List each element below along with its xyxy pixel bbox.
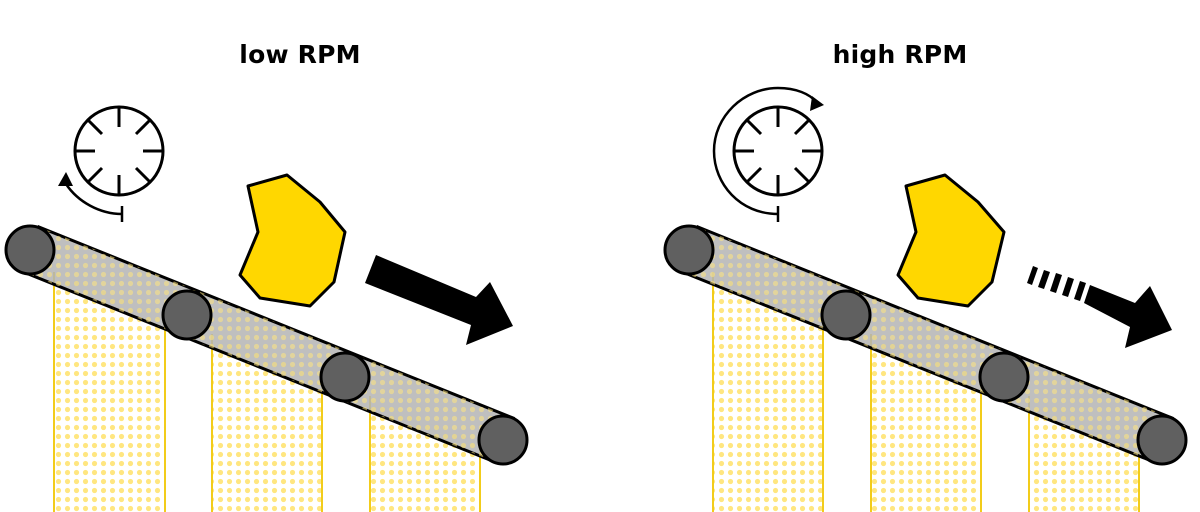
ore-chunk bbox=[238, 173, 347, 308]
dial-icon bbox=[732, 105, 824, 197]
roller-4 bbox=[1136, 414, 1188, 466]
motion-streak-marks bbox=[1027, 266, 1086, 301]
panel-title-high-rpm: high RPM bbox=[832, 40, 968, 69]
roller-3 bbox=[978, 351, 1030, 403]
fall-zone-1 bbox=[54, 272, 165, 512]
direction-arrow-icon bbox=[1084, 285, 1172, 348]
fall-zone-1 bbox=[713, 272, 823, 512]
rotation-arrow-icon bbox=[58, 172, 124, 222]
panel-title-low-rpm: low RPM bbox=[239, 40, 361, 69]
rotation-arrow-icon bbox=[712, 86, 824, 222]
roller-2 bbox=[161, 289, 213, 341]
fall-zone-3 bbox=[1029, 396, 1139, 512]
roller-1 bbox=[663, 224, 715, 276]
roller-2 bbox=[820, 289, 872, 341]
roller-4 bbox=[477, 414, 529, 466]
direction-arrow-icon bbox=[365, 255, 513, 345]
ore-chunk bbox=[896, 173, 1006, 308]
roller-1 bbox=[4, 224, 56, 276]
dial-icon bbox=[73, 105, 165, 197]
low-rpm-diagram bbox=[4, 105, 529, 512]
high-rpm-panel: high RPM bbox=[600, 0, 1200, 512]
low-rpm-panel: low RPM bbox=[4, 40, 529, 512]
roller-deck bbox=[663, 224, 1188, 466]
roller-3 bbox=[319, 351, 371, 403]
fall-zone-3 bbox=[370, 396, 480, 512]
high-rpm-diagram bbox=[663, 86, 1188, 512]
roller-deck bbox=[4, 224, 529, 466]
